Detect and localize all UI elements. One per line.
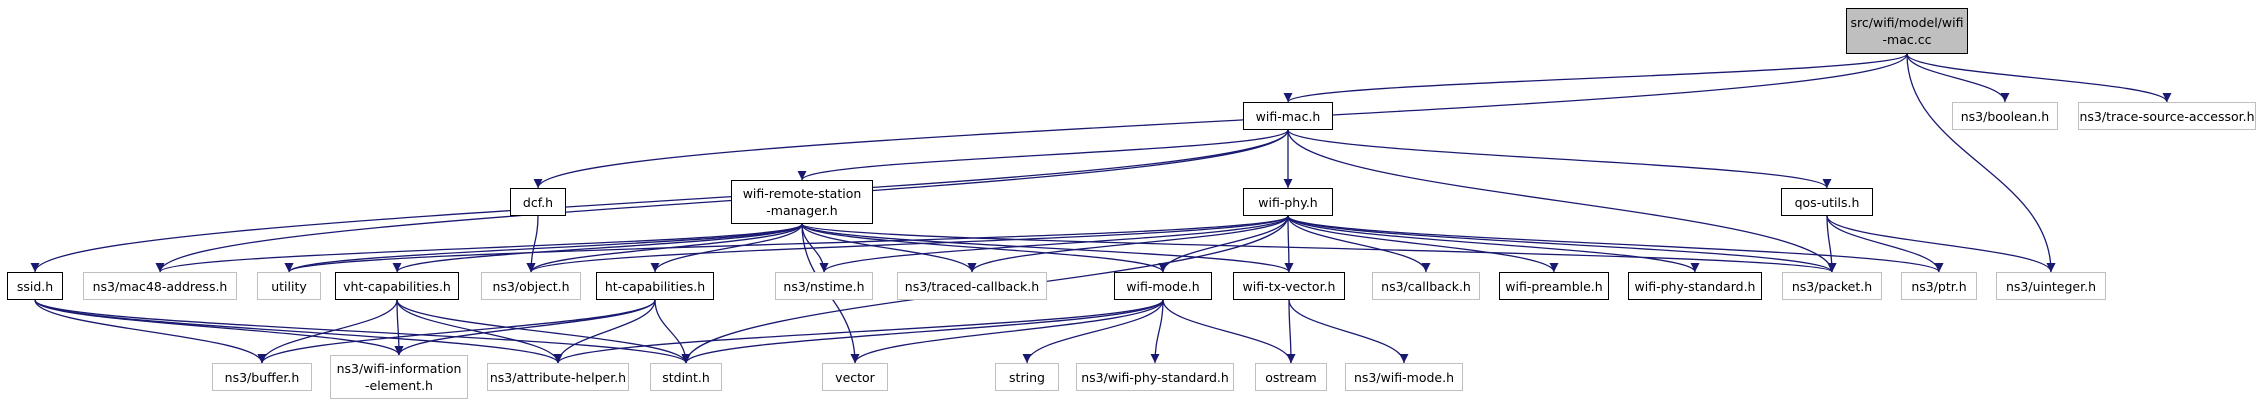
node-wifi-phy-standard-h[interactable]: wifi-phy-standard.h bbox=[1628, 272, 1762, 300]
edge-vht_capabilities_h-to-stdint_h bbox=[396, 299, 691, 364]
edge-vht_capabilities_h-to-ns3_buffer_h bbox=[257, 299, 398, 364]
node-ns3-trace-source-accessor-h[interactable]: ns3/trace-source-accessor.h bbox=[2078, 102, 2256, 130]
node-utility[interactable]: utility bbox=[257, 272, 321, 300]
edge-wifi_phy_h-to-ns3_nstime_h bbox=[819, 215, 1289, 273]
edge-wifi_phy_h-to-wifi_preamble_h bbox=[1287, 215, 1559, 273]
edge-wifi_mac_h-to-ssid_h bbox=[30, 129, 1289, 273]
edge-ht_capabilities_h-to-ns3_wifi_information_element_h bbox=[394, 299, 656, 356]
edge-wifi_phy_h-to-ns3_ptr_h bbox=[1287, 215, 1944, 273]
edge-ssid_h-to-stdint_h bbox=[34, 299, 691, 364]
node-vector[interactable]: vector bbox=[822, 363, 888, 391]
edge-wifi_mac_h-to-qos_utils_h bbox=[1287, 129, 1832, 189]
node-ns3-uinteger-h[interactable]: ns3/uinteger.h bbox=[1996, 272, 2106, 300]
node-ns3-mac48-address-h[interactable]: ns3/mac48-address.h bbox=[83, 272, 237, 300]
node-ns3-traced-callback-h[interactable]: ns3/traced-callback.h bbox=[897, 272, 1047, 300]
edge-wifi_phy_h-to-ns3_callback_h bbox=[1287, 215, 1431, 273]
node-wifi-mac-h[interactable]: wifi-mac.h bbox=[1243, 102, 1333, 130]
edge-wifi_phy_h-to-ns3_packet_h bbox=[1287, 215, 1837, 273]
node-ns3-packet-h[interactable]: ns3/packet.h bbox=[1782, 272, 1882, 300]
node-ns3-attribute-helper-h[interactable]: ns3/attribute-helper.h bbox=[487, 363, 629, 391]
node-wifi-mode-h[interactable]: wifi-mode.h bbox=[1114, 272, 1212, 300]
edge-ht_capabilities_h-to-ns3_buffer_h bbox=[257, 299, 656, 364]
node-ssid-h[interactable]: ssid.h bbox=[7, 272, 63, 300]
edge-root-to-dcf_h bbox=[533, 53, 1908, 189]
edge-root-to-ns3_trace_source_accessor_h bbox=[1906, 53, 2172, 103]
edge-wifi_remote_station_manager_h-to-wifi_mode_h bbox=[801, 223, 1168, 273]
edges bbox=[30, 53, 2172, 364]
edge-wifi_tx_vector_h-to-ostream bbox=[1286, 299, 1296, 364]
node-stdint-h[interactable]: stdint.h bbox=[650, 363, 722, 391]
edge-wifi_remote_station_manager_h-to-ns3_mac48_address_h bbox=[155, 223, 803, 273]
node-wifi-preamble-h[interactable]: wifi-preamble.h bbox=[1499, 272, 1609, 300]
edge-qos_utils_h-to-ns3_ptr_h bbox=[1826, 215, 1944, 273]
edge-wifi_remote_station_manager_h-to-ns3_packet_h bbox=[801, 223, 1837, 273]
edge-ssid_h-to-ns3_attribute_helper_h bbox=[34, 299, 563, 364]
edge-root-to-wifi_mac_h bbox=[1283, 53, 1908, 103]
edge-root-to-ns3_boolean_h bbox=[1906, 53, 2010, 103]
edge-wifi_remote_station_manager_h-to-ns3_traced_callback_h bbox=[801, 223, 977, 273]
edge-wifi_mac_h-to-wifi_remote_station_manager_h bbox=[797, 129, 1289, 181]
node-wifi-phy-h[interactable]: wifi-phy.h bbox=[1243, 188, 1333, 216]
edge-wifi_mode_h-to-vector bbox=[850, 299, 1164, 364]
edge-wifi_remote_station_manager_h-to-ht_capabilities_h bbox=[650, 223, 803, 273]
node-string[interactable]: string bbox=[995, 363, 1059, 391]
edge-wifi_mode_h-to-ns3_wifi_phy_standard_h bbox=[1150, 299, 1164, 364]
edge-wifi_mode_h-to-string bbox=[1022, 299, 1164, 364]
edge-wifi_mac_h-to-ns3_mac48_address_h bbox=[155, 129, 1289, 273]
node-wifi-remote-station-manager-h[interactable]: wifi-remote-station -manager.h bbox=[731, 180, 873, 224]
edge-wifi_mac_h-to-ns3_packet_h bbox=[1287, 129, 1837, 273]
node-ns3-wifi-mode-h[interactable]: ns3/wifi-mode.h bbox=[1345, 363, 1463, 391]
node-ns3-wifi-phy-standard-h[interactable]: ns3/wifi-phy-standard.h bbox=[1076, 363, 1234, 391]
node-ostream[interactable]: ostream bbox=[1255, 363, 1327, 391]
node-root-file[interactable]: src/wifi/model/wifi -mac.cc bbox=[1846, 8, 1968, 54]
edge-wifi_mode_h-to-ns3_attribute_helper_h bbox=[553, 299, 1164, 364]
node-ns3-object-h[interactable]: ns3/object.h bbox=[481, 272, 581, 300]
edge-wifi_phy_h-to-wifi_phy_standard_h bbox=[1287, 215, 1700, 273]
edge-wifi_remote_station_manager_h-to-vht_capabilities_h bbox=[392, 223, 803, 273]
edge-wifi_phy_h-to-utility bbox=[284, 215, 1289, 273]
edge-wifi_phy_h-to-wifi_mode_h bbox=[1158, 215, 1289, 273]
edge-qos_utils_h-to-ns3_packet_h bbox=[1826, 215, 1837, 273]
edge-wifi_remote_station_manager_h-to-wifi_tx_vector_h bbox=[801, 223, 1294, 273]
edge-wifi_mode_h-to-ostream bbox=[1162, 299, 1296, 364]
edge-wifi_phy_h-to-ns3_object_h bbox=[526, 215, 1289, 273]
node-ns3-wifi-information-element-h[interactable]: ns3/wifi-information -element.h bbox=[330, 355, 468, 399]
node-ht-capabilities-h[interactable]: ht-capabilities.h bbox=[596, 272, 714, 300]
edge-wifi_phy_h-to-ns3_traced_callback_h bbox=[967, 215, 1289, 273]
edge-dcf_h-to-ns3_object_h bbox=[526, 215, 539, 273]
node-wifi-tx-vector-h[interactable]: wifi-tx-vector.h bbox=[1233, 272, 1345, 300]
node-ns3-boolean-h[interactable]: ns3/boolean.h bbox=[1952, 102, 2058, 130]
node-dcf-h[interactable]: dcf.h bbox=[510, 188, 566, 216]
node-ns3-nstime-h[interactable]: ns3/nstime.h bbox=[775, 272, 873, 300]
node-ns3-buffer-h[interactable]: ns3/buffer.h bbox=[212, 363, 312, 391]
node-ns3-callback-h[interactable]: ns3/callback.h bbox=[1372, 272, 1480, 300]
edge-vht_capabilities_h-to-ns3_wifi_information_element_h bbox=[394, 299, 404, 356]
edge-wifi_mode_h-to-stdint_h bbox=[681, 299, 1164, 364]
edge-qos_utils_h-to-ns3_uinteger_h bbox=[1826, 215, 2056, 273]
edge-ssid_h-to-ns3_buffer_h bbox=[34, 299, 267, 364]
edge-root-to-ns3_uinteger_h bbox=[1906, 53, 2056, 273]
node-vht-capabilities-h[interactable]: vht-capabilities.h bbox=[335, 272, 459, 300]
edge-wifi_tx_vector_h-to-ns3_wifi_mode_h bbox=[1288, 299, 1409, 364]
node-ns3-ptr-h[interactable]: ns3/ptr.h bbox=[1901, 272, 1977, 300]
edge-vht_capabilities_h-to-ns3_attribute_helper_h bbox=[396, 299, 563, 364]
edge-wifi_remote_station_manager_h-to-utility bbox=[284, 223, 803, 273]
node-qos-utils-h[interactable]: qos-utils.h bbox=[1781, 188, 1873, 216]
edge-wifi_phy_h-to-wifi_tx_vector_h bbox=[1284, 215, 1294, 273]
